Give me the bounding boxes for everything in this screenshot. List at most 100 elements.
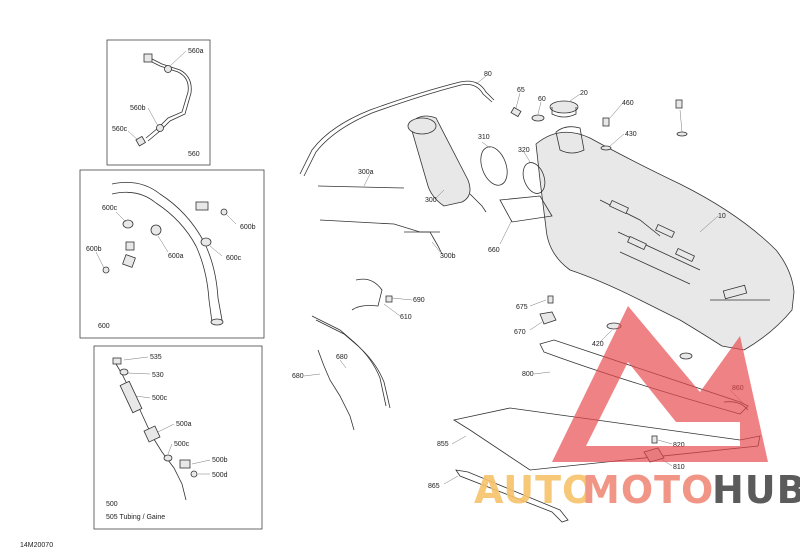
fill-hose-600 [111, 181, 223, 321]
inset-600-label: 600 [98, 323, 110, 330]
valve-560c [135, 135, 147, 147]
callout-600c-1: 600c [102, 205, 118, 212]
vent-hose-560-outer [147, 57, 192, 142]
callout-680: 680 [292, 373, 304, 380]
tank-label-5 [722, 284, 748, 300]
harness-300a [317, 185, 405, 189]
vent-hose-80-inner [303, 84, 493, 177]
callout-500c-1: 500c [152, 395, 168, 402]
callout-430: 430 [625, 131, 637, 138]
tank-label-1 [609, 199, 629, 215]
filter-500 [119, 380, 143, 414]
callout-660: 660 [488, 247, 500, 254]
callout-530: 530 [152, 372, 164, 379]
screw-820 [651, 435, 658, 444]
fuel-line-500 [115, 363, 187, 501]
filler-neck [555, 126, 585, 154]
watermark-hub: HUB [712, 468, 800, 512]
inset-560-label: 560 [188, 151, 200, 158]
callout-300b: 300b [440, 253, 456, 260]
callout-80: 80 [484, 71, 492, 78]
inset-600: 600c 600b 600a 600c 600b 600 [79, 169, 265, 339]
callout-320: 320 [518, 147, 530, 154]
connector-500b [179, 459, 191, 469]
grommet-600a [150, 224, 162, 236]
pump-outlet [469, 193, 487, 213]
elbow-600b [122, 254, 136, 268]
fuel-tank-10 [535, 131, 795, 351]
tank-label-4 [675, 247, 695, 263]
callout-310: 310 [478, 134, 490, 141]
callout-810: 810 [673, 464, 685, 471]
callout-820: 820 [673, 442, 685, 449]
callout-855: 855 [437, 441, 449, 448]
inset-560-frame [106, 39, 211, 166]
callout-535: 535 [150, 354, 162, 361]
callout-600b-2: 600b [240, 224, 256, 231]
watermark-auto: AUTO [474, 468, 595, 512]
fuel-cap-20 [549, 100, 579, 114]
fitting-560a [143, 53, 153, 63]
fuel-line-610 [351, 278, 383, 311]
fitting-535 [112, 357, 122, 365]
fuel-line-660-b [315, 319, 391, 409]
inset-560: 560a 560b 560c 560 [106, 39, 211, 166]
callout-680-b: 680 [336, 354, 348, 361]
hose-end-600 [210, 318, 224, 326]
washer-430 [600, 145, 612, 151]
inset-500-frame [93, 345, 263, 530]
callout-800: 800 [522, 371, 534, 378]
callout-420: 420 [592, 341, 604, 348]
screw-460-b [675, 99, 683, 109]
fuel-line-660 [311, 315, 387, 407]
fuel-cap-20-body [551, 107, 577, 118]
inset-500: 535 530 500c 500a 500c 500b 500d 500 505… [93, 345, 263, 530]
callout-675: 675 [516, 304, 528, 311]
watermark-moto: MOTO [582, 468, 714, 512]
fuel-filter-500a [143, 425, 161, 443]
clamp-500c [163, 454, 173, 462]
inset-600-frame [79, 169, 265, 339]
screw-460 [602, 117, 610, 127]
pad-660 [499, 195, 553, 223]
screw-675 [547, 295, 554, 304]
callout-690: 690 [413, 297, 425, 304]
vent-hose-80 [299, 80, 495, 175]
callout-500c-2: 500c [174, 441, 190, 448]
tank-label-2 [655, 223, 675, 239]
watermark-logo-icon [552, 306, 768, 462]
main-assembly: 80 20 60 65 10 460 430 [292, 71, 795, 523]
callout-500b: 500b [212, 457, 228, 464]
grommet-420-b [679, 352, 693, 360]
callout-865: 865 [428, 483, 440, 490]
fuel-pump-300 [409, 115, 471, 207]
clamp-600c-1 [122, 219, 134, 229]
tank-contours [599, 199, 770, 301]
washer-600b-1 [102, 266, 110, 274]
bracket-670 [539, 311, 557, 325]
washer-600b-2 [220, 208, 228, 216]
bracket-865 [455, 469, 569, 523]
clamp-530 [119, 368, 129, 376]
seal-ring-310 [480, 146, 508, 186]
washer-500d [190, 470, 198, 478]
callout-20: 20 [580, 90, 588, 97]
vent-hose-560 [145, 59, 189, 139]
inset-500-label: 500 [106, 501, 118, 508]
diagram-code: 14M20070 [20, 542, 53, 549]
callout-600b-1: 600b [86, 246, 102, 253]
callout-600c-2: 600c [226, 255, 242, 262]
callout-560b: 560b [130, 105, 146, 112]
callout-300a: 300a [358, 169, 374, 176]
callout-460: 460 [622, 100, 634, 107]
callout-500a: 500a [176, 421, 192, 428]
clamp-600c-2 [200, 237, 212, 247]
fitting-690 [385, 295, 393, 303]
callout-560a: 560a [188, 48, 204, 55]
harness-300b [404, 231, 443, 255]
callout-65: 65 [517, 87, 525, 94]
harness-300a-2 [319, 219, 440, 233]
clamp-560 [164, 65, 172, 73]
fitting-600-top [195, 201, 209, 211]
fitting-600 [125, 241, 135, 251]
